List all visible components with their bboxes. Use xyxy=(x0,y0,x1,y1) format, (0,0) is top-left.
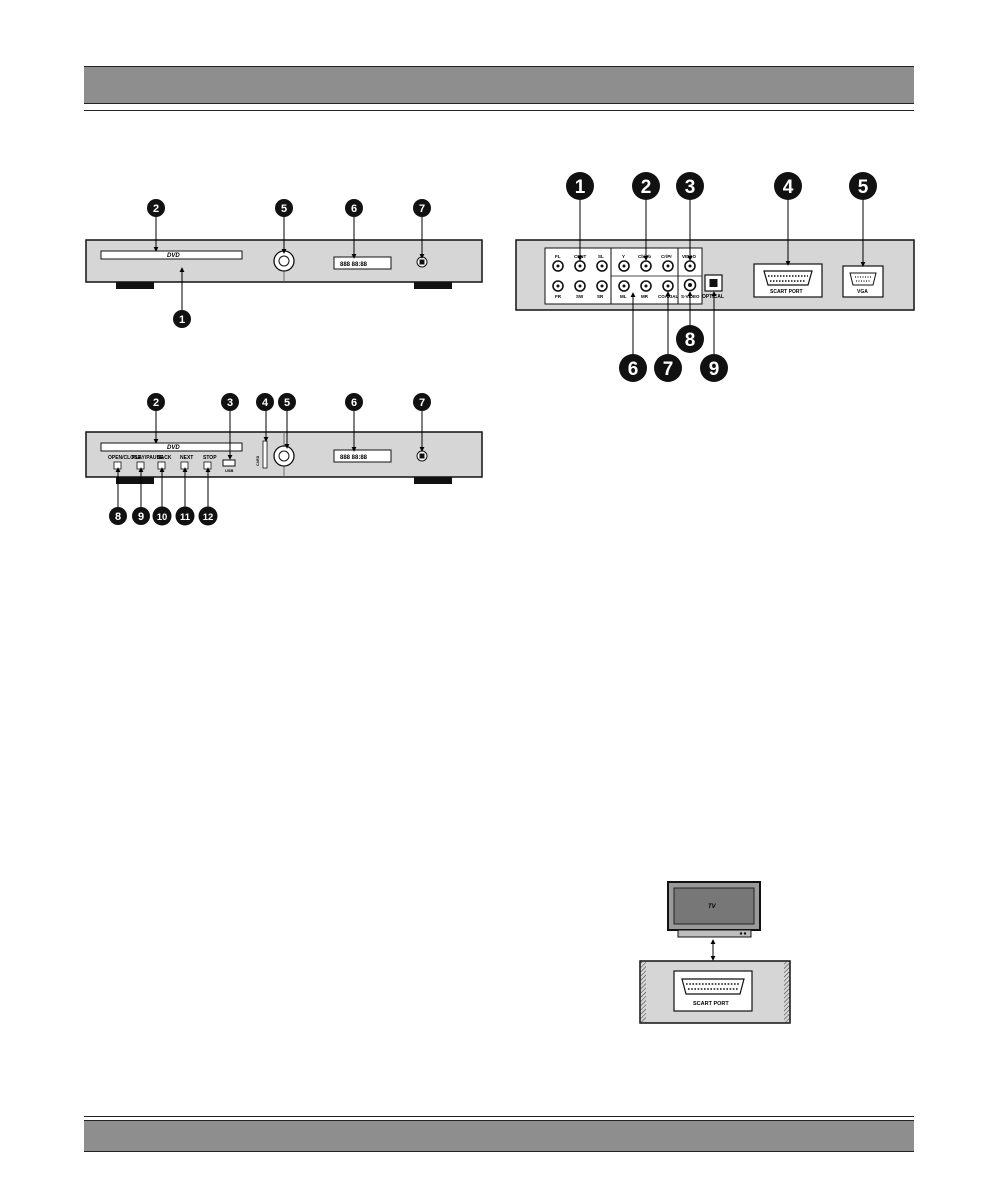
tv-label: TV xyxy=(708,904,717,910)
scart-label: SCART PORT xyxy=(693,1001,729,1007)
